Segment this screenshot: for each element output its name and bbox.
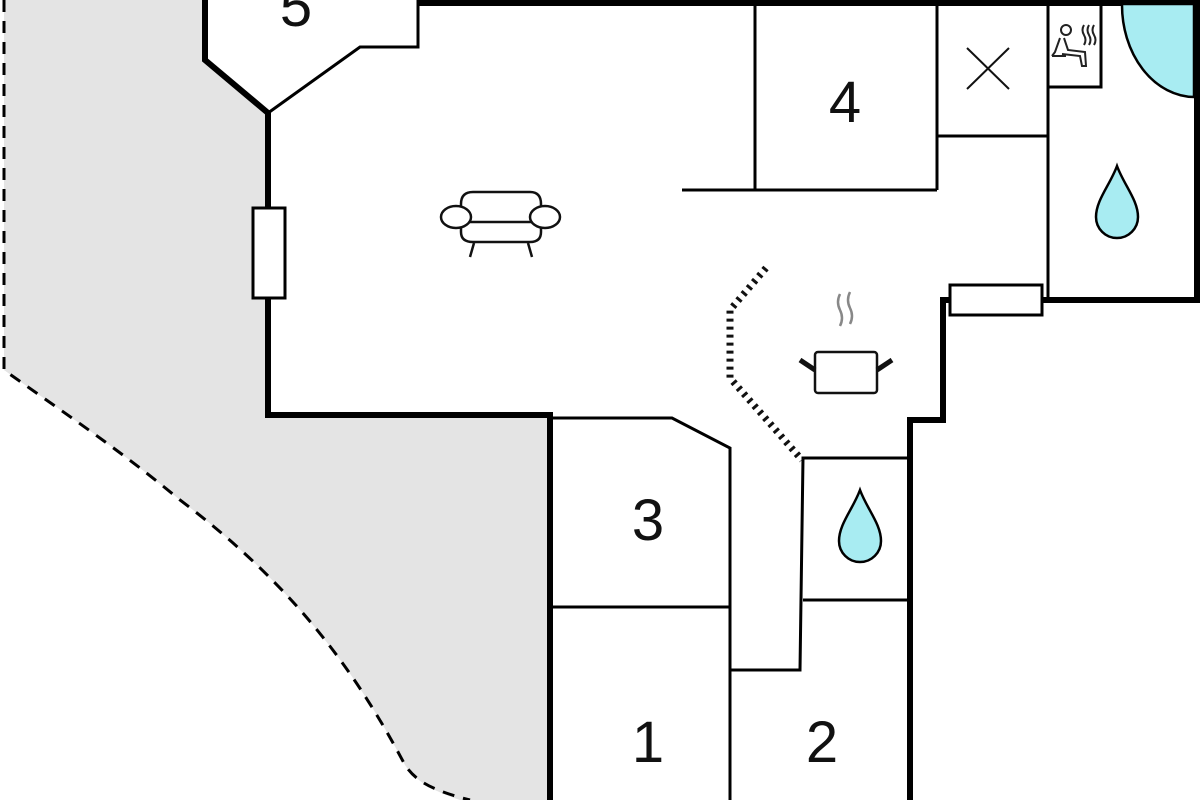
sauna-icon xyxy=(1051,24,1097,67)
room-5-wall xyxy=(267,0,420,115)
water-drop-icon xyxy=(1094,162,1140,240)
water-drop-icon xyxy=(837,486,883,564)
room-label-5: 5 xyxy=(280,0,312,39)
exterior-wall-top xyxy=(418,0,1200,303)
sofa-icon xyxy=(439,190,562,258)
window-icon xyxy=(251,206,287,300)
room-4-walls xyxy=(682,3,939,192)
storage-x-icon xyxy=(966,47,1010,90)
window-icon xyxy=(948,283,1044,317)
room-label-1: 1 xyxy=(632,710,664,775)
outdoor-terrace xyxy=(4,0,548,800)
shower-icon xyxy=(1120,2,1196,99)
room-label-2: 2 xyxy=(806,710,838,775)
terrace-boundary-dashed xyxy=(2,0,471,800)
cooking-pot-icon xyxy=(798,291,894,395)
room-2-walls xyxy=(730,456,908,672)
room-label-3: 3 xyxy=(632,488,664,553)
sauna-box xyxy=(1048,3,1103,89)
kitchen-counter-hatch xyxy=(726,265,805,463)
room-label-4: 4 xyxy=(829,70,861,135)
storage-walls xyxy=(938,3,1050,298)
room-3-walls xyxy=(550,416,732,800)
exterior-wall-right xyxy=(907,297,950,800)
